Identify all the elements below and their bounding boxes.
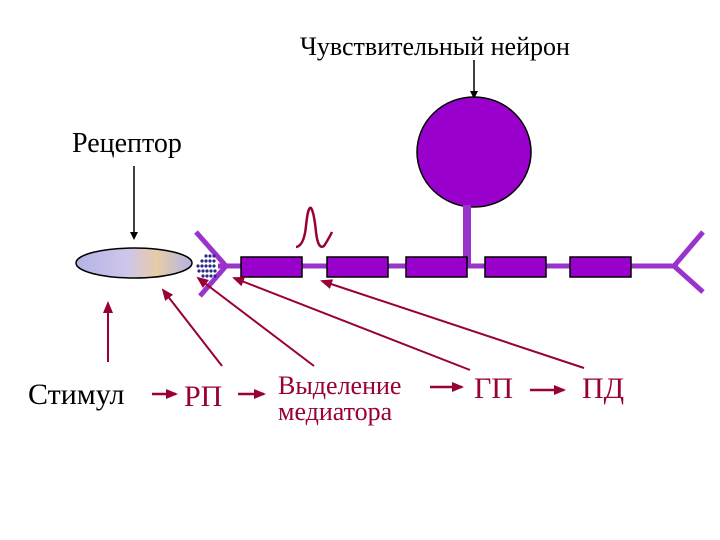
vesicle-dot bbox=[204, 259, 208, 263]
receptor-label: Рецептор bbox=[72, 128, 182, 159]
myelin-segment bbox=[240, 256, 303, 278]
neuron-label: Чувствительный нейрон bbox=[300, 32, 570, 61]
myelin-segment bbox=[405, 256, 468, 278]
gp-arrow bbox=[232, 276, 471, 371]
neuron-soma bbox=[416, 96, 532, 208]
myelin-segment bbox=[326, 256, 389, 278]
dendrite-fork-left bbox=[194, 230, 230, 298]
vesicle-dot bbox=[213, 269, 217, 273]
vesicle-dot bbox=[204, 254, 208, 258]
gp-label: ГП bbox=[474, 372, 513, 405]
pd-label: ПД bbox=[582, 372, 624, 405]
vesicle-dot bbox=[209, 274, 213, 278]
vesicle-dot bbox=[205, 269, 209, 273]
myelin-segments bbox=[240, 256, 632, 278]
vesicle-dot bbox=[213, 274, 217, 278]
vesicle-dot bbox=[205, 274, 209, 278]
vesicle-dot bbox=[201, 274, 205, 278]
vesicle-dot bbox=[209, 269, 213, 273]
action-potential-spike bbox=[295, 206, 334, 249]
vesicle-dot bbox=[208, 264, 212, 268]
myelin-segment bbox=[484, 256, 547, 278]
receptor-ellipse bbox=[75, 247, 193, 279]
vesicle-dot bbox=[204, 264, 208, 268]
mediator-label-line2: медиатора bbox=[278, 397, 393, 426]
mediator-label-line1: Выделение bbox=[278, 371, 401, 400]
vesicle-dot bbox=[201, 269, 205, 273]
pd-arrow bbox=[320, 279, 585, 369]
vesicle-dot bbox=[208, 259, 212, 263]
rp-arrow bbox=[161, 288, 223, 367]
vesicle-dot bbox=[212, 264, 216, 268]
vesicle-dot bbox=[208, 254, 212, 258]
vesicle-dot bbox=[212, 259, 216, 263]
vesicle-dot bbox=[212, 254, 216, 258]
neuron-stem bbox=[463, 205, 471, 265]
vesicle-dot bbox=[196, 264, 200, 268]
mediator-arrow bbox=[196, 276, 315, 367]
vesicle-dot bbox=[200, 264, 204, 268]
rp-label: РП bbox=[184, 380, 222, 413]
myelin-segment bbox=[569, 256, 632, 278]
vesicle-dot bbox=[197, 269, 201, 273]
vesicle-dot bbox=[200, 259, 204, 263]
stimulus-label: Стимул bbox=[28, 378, 124, 411]
axon-fork-right bbox=[670, 230, 705, 294]
mediator-vesicles bbox=[196, 254, 217, 278]
